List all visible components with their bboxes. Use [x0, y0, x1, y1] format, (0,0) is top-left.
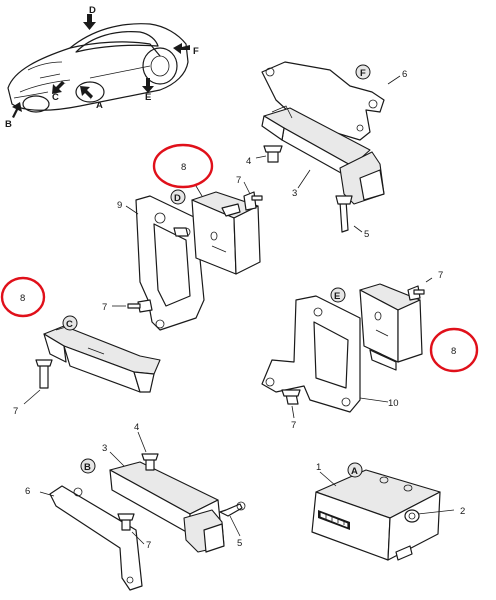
highlight-ring-d [152, 143, 214, 189]
callout-7-b: 7 [146, 540, 151, 551]
view-a-badge [347, 462, 363, 478]
car-label-f: F [193, 46, 199, 57]
view-f-assembly [255, 61, 401, 233]
car-illustration [7, 23, 189, 113]
callout-10: 10 [388, 398, 399, 409]
car-label-c: C [52, 92, 59, 103]
callout-7-e-bottom: 7 [291, 420, 296, 431]
view-e-badge [330, 287, 346, 303]
view-c-badge [62, 315, 78, 331]
view-d-badge [170, 189, 186, 205]
callout-8-e: 8 [451, 346, 456, 357]
view-d-label: D [174, 193, 181, 204]
highlight-ring-c [0, 276, 46, 318]
view-f-badge [355, 64, 371, 80]
callout-5-bottom: 5 [237, 538, 242, 549]
callout-1: 1 [316, 462, 321, 473]
view-e-assembly [261, 277, 433, 419]
callout-9: 9 [117, 200, 122, 211]
car-label-e: E [145, 92, 151, 103]
callout-3-top: 3 [292, 188, 297, 199]
view-d-assembly [112, 181, 263, 331]
view-c-label: C [66, 319, 73, 330]
view-c-assembly [23, 323, 161, 405]
callout-6-top: 6 [402, 69, 407, 80]
view-b-label: B [84, 462, 91, 473]
view-e-label: E [334, 291, 340, 302]
callout-7-d-top: 7 [236, 175, 241, 186]
callout-7-d-left: 7 [102, 302, 107, 313]
callout-8-d: 8 [181, 162, 186, 173]
callout-3-bottom: 3 [102, 443, 107, 454]
callout-2: 2 [460, 506, 465, 517]
view-b-badge [80, 458, 96, 474]
car-pointer-arrows [10, 14, 190, 118]
callout-7-e-top: 7 [438, 270, 443, 281]
callout-4-top: 4 [246, 156, 251, 167]
view-a-assembly [311, 469, 455, 561]
callout-4-bottom: 4 [134, 422, 139, 433]
view-a-label: A [351, 466, 358, 477]
view-b-assembly [39, 431, 246, 591]
callout-5-top: 5 [364, 229, 369, 240]
view-f-label: F [360, 68, 366, 79]
highlight-ring-e [429, 327, 479, 373]
car-label-d: D [89, 5, 96, 16]
callout-7-c: 7 [13, 406, 18, 417]
car-label-a: A [96, 100, 103, 111]
callout-6-bottom: 6 [25, 486, 30, 497]
car-label-b: B [5, 119, 12, 130]
callout-8-c: 8 [20, 293, 25, 304]
